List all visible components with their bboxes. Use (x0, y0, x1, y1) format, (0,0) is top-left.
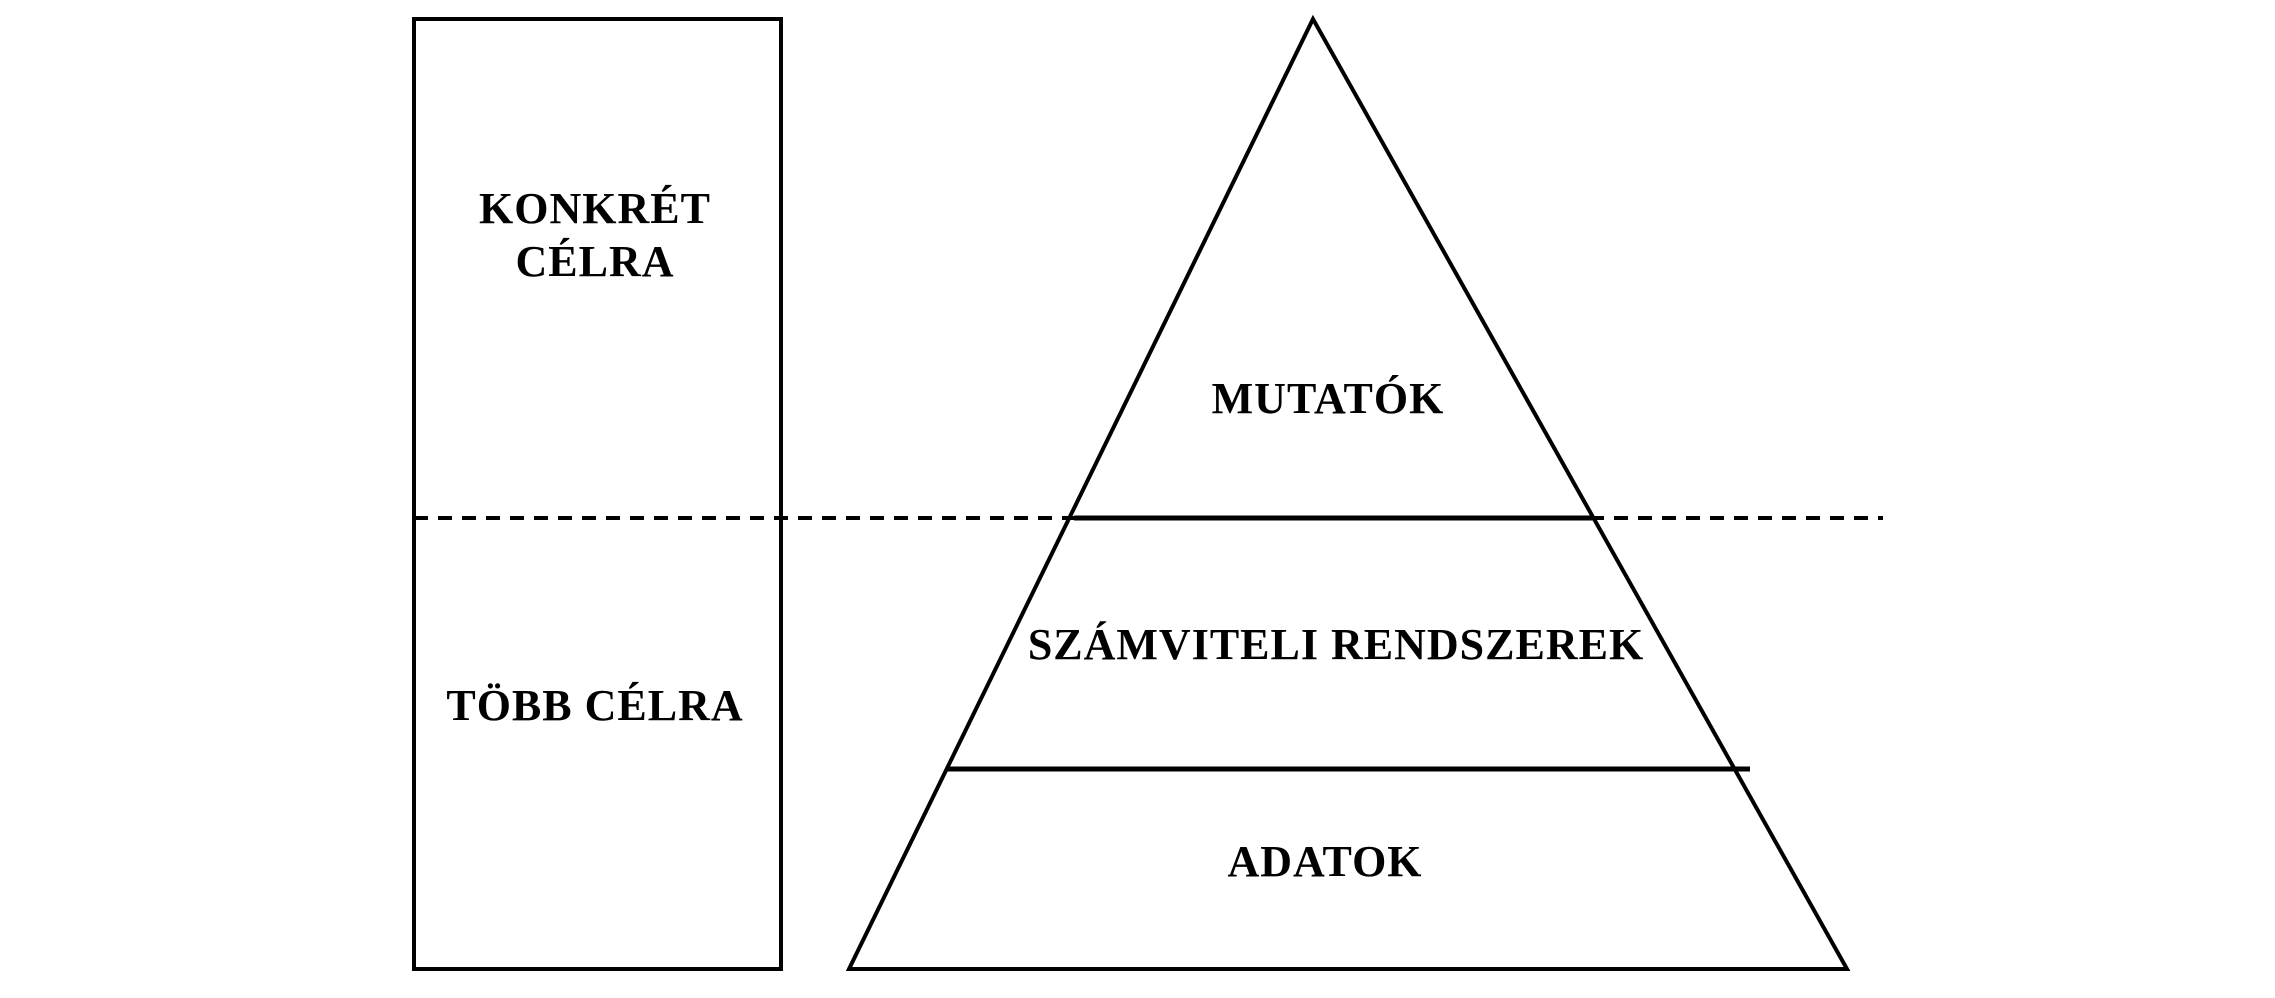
label-konkret: KONKRÉT (479, 184, 711, 233)
pyramid-level-szamviteli-rendszerek: SZÁMVITELI RENDSZEREK (1028, 620, 1644, 669)
pyramid-outline (845, 14, 1851, 971)
pyramid-level-adatok: ADATOK (1227, 837, 1422, 886)
label-celra: CÉLRA (515, 237, 674, 286)
label-tobb-celra: TÖBB CÉLRA (446, 681, 743, 730)
pyramid-level-mutatok: MUTATÓK (1212, 374, 1445, 423)
purpose-box (412, 17, 783, 971)
